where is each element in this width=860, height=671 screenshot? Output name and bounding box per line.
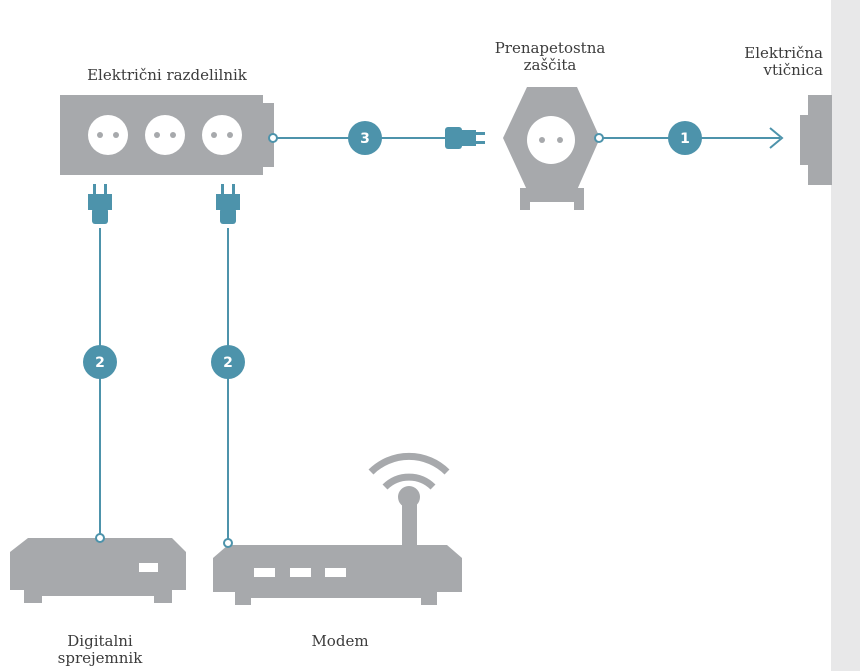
surge-protector-icon	[503, 87, 604, 210]
wifi-icon	[368, 452, 450, 490]
receiver-icon	[10, 533, 186, 603]
badge-to-wall: 1	[668, 121, 702, 155]
surge-protector-label: Prenapetostna zaščita	[494, 39, 606, 74]
side-panel	[831, 0, 860, 671]
wall-socket-label: Električna vtičnica	[744, 44, 823, 79]
badge-number: 2	[223, 355, 233, 371]
modem-icon	[213, 486, 462, 605]
arrow-right-icon	[769, 127, 784, 149]
plug-icon	[216, 184, 240, 224]
cables	[99, 137, 780, 543]
wall-socket-icon	[800, 95, 832, 185]
badge-number: 3	[360, 131, 370, 147]
badge-receiver-cable: 2	[83, 345, 117, 379]
plug-icon	[445, 127, 485, 149]
plug-icon	[88, 184, 112, 224]
power-strip-label: Električni razdelilnik	[87, 66, 247, 84]
power-strip-icon	[60, 95, 279, 175]
badge-number: 1	[680, 131, 690, 147]
digital-receiver-label: Digitalni sprejemnik	[57, 632, 143, 667]
badge-strip-to-protector: 3	[348, 121, 382, 155]
badge-number: 2	[95, 355, 105, 371]
modem-label: Modem	[311, 632, 369, 650]
badge-modem-cable: 2	[211, 345, 245, 379]
